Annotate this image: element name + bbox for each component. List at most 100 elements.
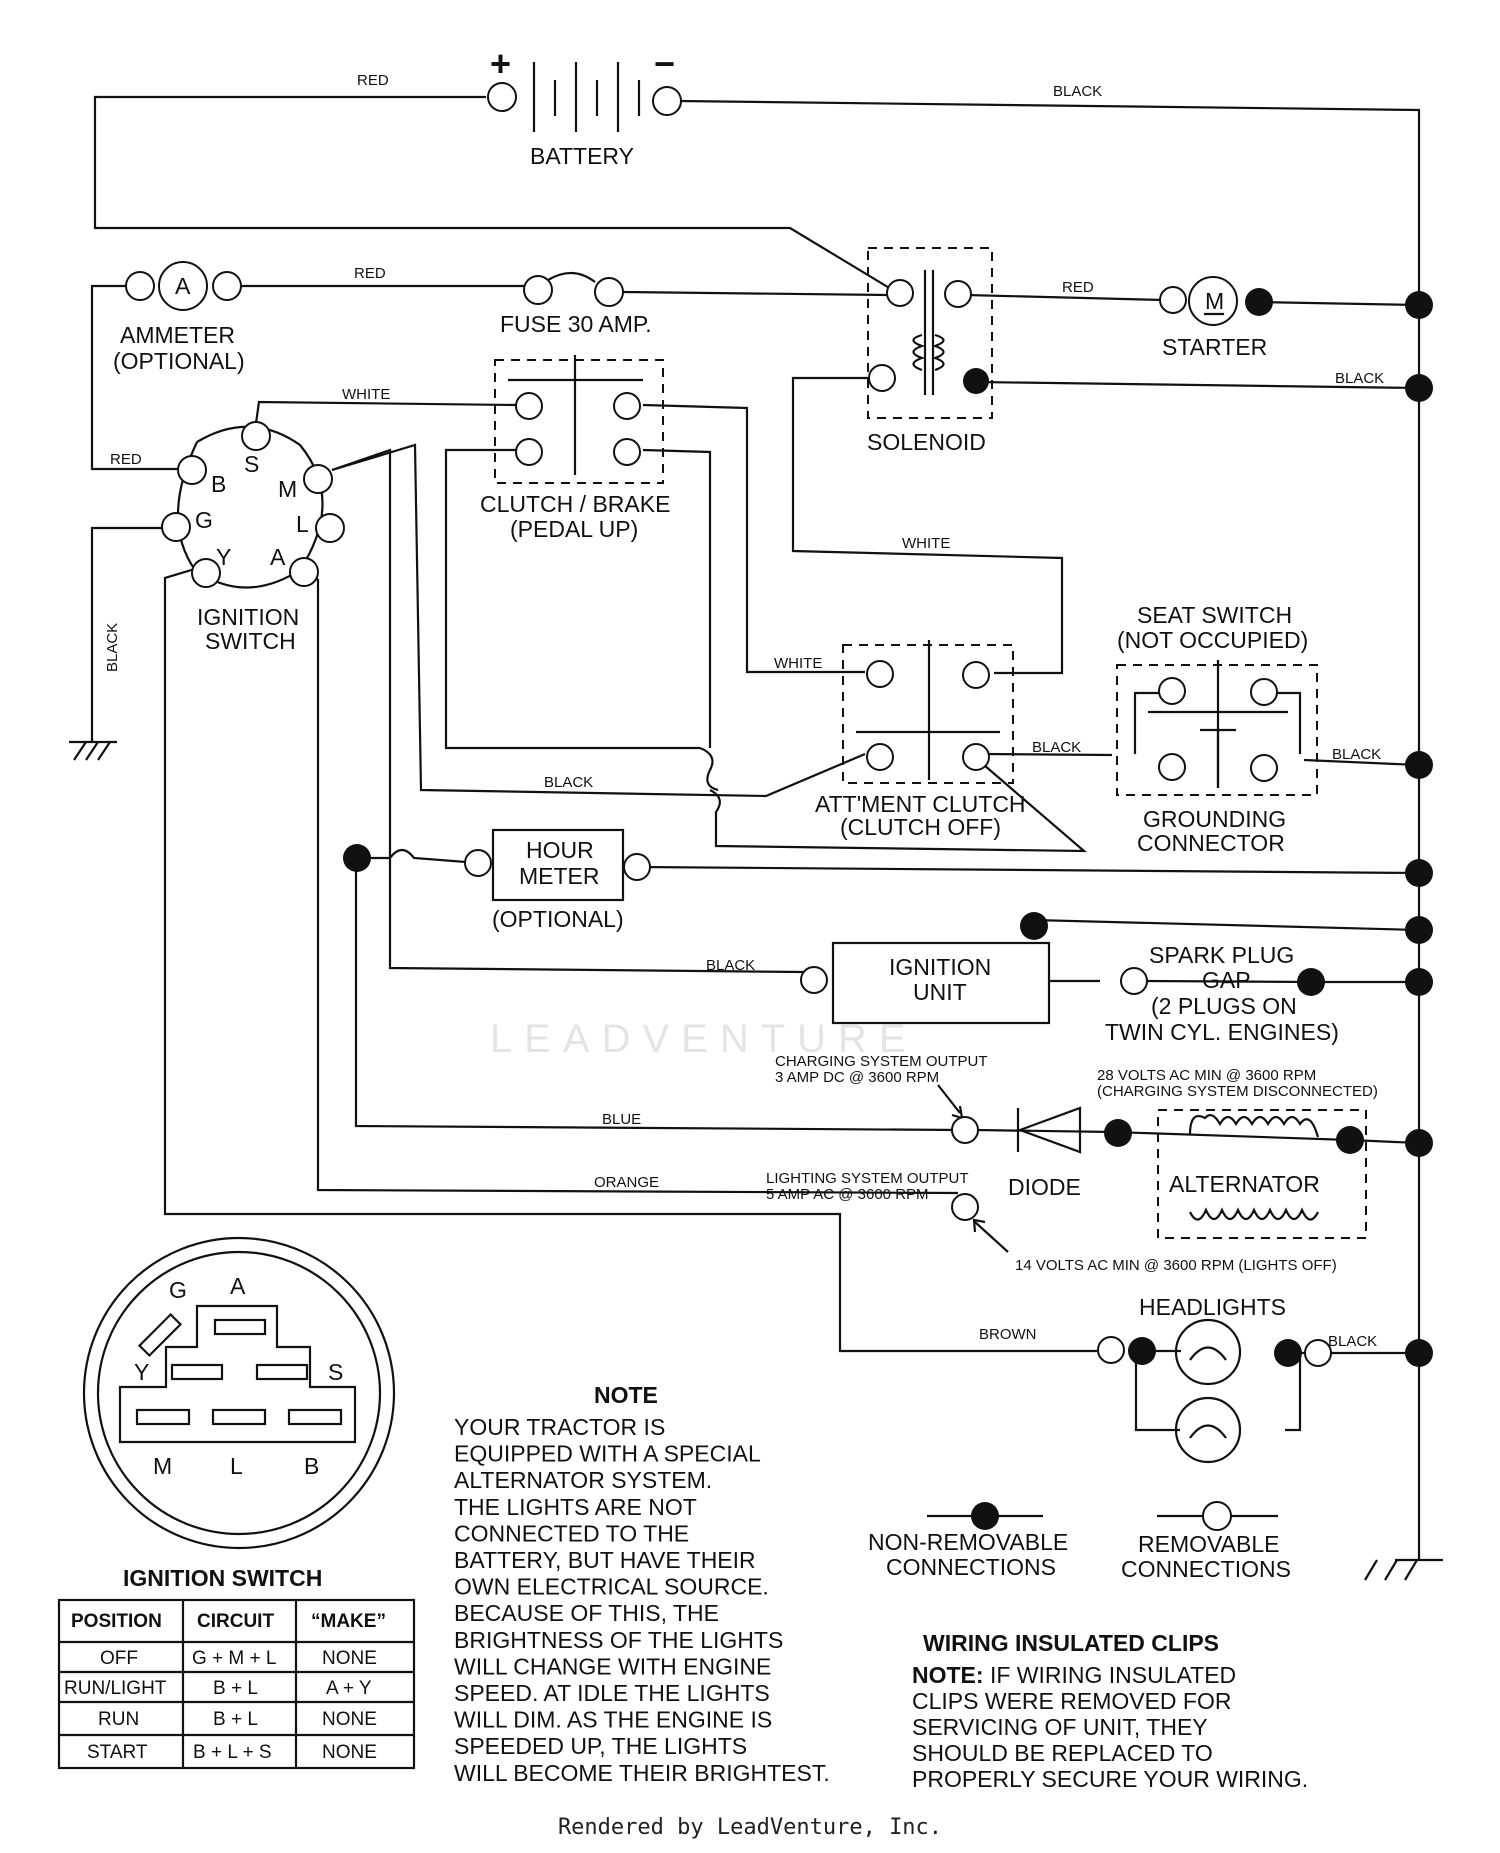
charging-disconnected-label: (CHARGING SYSTEM DISCONNECTED) — [1097, 1083, 1378, 1100]
starter-motor-symbol: M — [1205, 288, 1224, 314]
wire-label-red-starter: RED — [1062, 279, 1094, 296]
wiring-schematic: LEADVENTURE — [57, 43, 1443, 1792]
headlights: HEADLIGHTS — [1097, 1294, 1332, 1464]
note-line: SPEED. AT IDLE THE LIGHTS — [454, 1680, 770, 1706]
ignition-pin-b: B — [211, 471, 226, 497]
clips-title: WIRING INSULATED CLIPS — [923, 1630, 1219, 1656]
clutch-brake-pedal-label: (PEDAL UP) — [510, 516, 638, 542]
wire-label-white-ignition: WHITE — [342, 386, 390, 403]
wire-label-black-seat: BLACK — [1332, 746, 1381, 763]
seat-switch: SEAT SWITCH (NOT OCCUPIED) GROUNDING CON… — [1116, 602, 1318, 856]
fuse-label: FUSE 30 AMP. — [500, 311, 652, 337]
ignition-pin-a: A — [270, 544, 286, 570]
table-header-make: “MAKE” — [311, 1611, 386, 1632]
switch-face-pin-b: B — [304, 1453, 319, 1479]
table-cell-off-make: NONE — [322, 1648, 377, 1669]
table-cell-start-position: START — [87, 1742, 148, 1763]
lighting-output-label: LIGHTING SYSTEM OUTPUT — [766, 1170, 969, 1187]
attachment-clutch-label: ATT'MENT CLUTCH — [815, 791, 1026, 817]
hour-meter-label: HOUR — [526, 837, 594, 863]
wire-label-white-solenoid: WHITE — [902, 535, 950, 552]
table-cell-runlight-make: A + Y — [326, 1678, 372, 1699]
ignition-pin-g: G — [195, 507, 213, 533]
seat-switch-label: SEAT SWITCH — [1137, 602, 1292, 628]
table-cell-off-position: OFF — [100, 1648, 138, 1669]
note-line: WILL BECOME THEIR BRIGHTEST. — [454, 1760, 830, 1786]
legend: NON-REMOVABLE CONNECTIONS REMOVABLE CONN… — [868, 1501, 1291, 1582]
note-line: OWN ELECTRICAL SOURCE. — [454, 1574, 769, 1600]
solenoid: SOLENOID — [867, 247, 993, 455]
clips-note-prefix: NOTE: — [912, 1662, 984, 1688]
battery: + − BATTERY — [487, 43, 682, 169]
legend-non-removable-label: NON-REMOVABLE — [868, 1529, 1068, 1555]
clips-line-5: PROPERLY SECURE YOUR WIRING. — [912, 1766, 1308, 1792]
legend-non-removable-connections: CONNECTIONS — [886, 1554, 1056, 1580]
spark-plug-twin-label: (2 PLUGS ON — [1151, 993, 1297, 1019]
wire-label-black-ignition-unit: BLACK — [706, 957, 755, 974]
clips-line-3: SERVICING OF UNIT, THEY — [912, 1714, 1208, 1740]
note-line: BATTERY, BUT HAVE THEIR — [454, 1547, 756, 1573]
ignition-switch-label: IGNITION — [197, 604, 299, 630]
spark-plug-gap: SPARK PLUG GAP (2 PLUGS ON TWIN CYL. ENG… — [1105, 942, 1339, 1045]
table-cell-run-position: RUN — [98, 1709, 139, 1730]
wire-label-black-ignition-l: BLACK — [544, 774, 593, 791]
starter: M STARTER — [1159, 276, 1273, 360]
ammeter-label: AMMETER — [120, 322, 235, 348]
note-line: THE LIGHTS ARE NOT — [454, 1494, 697, 1520]
note-line: ALTERNATOR SYSTEM. — [454, 1467, 712, 1493]
note-line: EQUIPPED WITH A SPECIAL — [454, 1441, 761, 1467]
legend-removable-connections: CONNECTIONS — [1121, 1556, 1291, 1582]
hour-meter-label-2: METER — [519, 863, 600, 889]
wire-labels: RED BLACK RED RED BLACK WHITE RED WHITE … — [104, 72, 1384, 1350]
seat-switch-state-label: (NOT OCCUPIED) — [1117, 627, 1308, 653]
attachment-clutch-off-label: (CLUTCH OFF) — [840, 814, 1001, 840]
table-cell-run-circuit: B + L — [213, 1709, 258, 1730]
volts-14-label: 14 VOLTS AC MIN @ 3600 RPM (LIGHTS OFF) — [1015, 1257, 1337, 1274]
starter-label: STARTER — [1162, 334, 1267, 360]
ammeter-optional-label: (OPTIONAL) — [113, 348, 245, 374]
clips-line-2: CLIPS WERE REMOVED FOR — [912, 1688, 1231, 1714]
headlights-label: HEADLIGHTS — [1139, 1294, 1286, 1320]
wire-label-red-ammeter: RED — [354, 265, 386, 282]
hour-meter: HOUR METER (OPTIONAL) — [343, 828, 651, 932]
table-cell-runlight-circuit: B + L — [213, 1678, 258, 1699]
ground-bus — [1405, 291, 1433, 1367]
ignition-table: IGNITION SWITCH POSITION CIRCUIT “MAKE” … — [57, 1565, 416, 1770]
footer-credit: Rendered by LeadVenture, Inc. — [557, 1815, 943, 1840]
spark-plug-engines-label: TWIN CYL. ENGINES) — [1105, 1019, 1339, 1045]
wire-label-black-headlights: BLACK — [1328, 1333, 1377, 1350]
note-line: CONNECTED TO THE — [454, 1520, 689, 1546]
spark-plug-gap-label: GAP — [1202, 967, 1251, 993]
table-cell-start-circuit: B + L + S — [193, 1742, 272, 1763]
switch-face-pin-g: G — [169, 1277, 187, 1303]
table-cell-run-make: NONE — [322, 1709, 377, 1730]
ignition-pin-l: L — [296, 511, 309, 537]
battery-label: BATTERY — [530, 143, 634, 169]
spark-plug-label: SPARK PLUG — [1149, 942, 1294, 968]
clips-line-4: SHOULD BE REPLACED TO — [912, 1740, 1213, 1766]
ignition-switch: B S M G L Y A IGNITION SWITCH — [161, 421, 345, 654]
table-cell-off-circuit: G + M + L — [192, 1648, 276, 1669]
note-title: NOTE — [594, 1382, 658, 1408]
ignition-unit-label-2: UNIT — [913, 979, 967, 1005]
note-line: SPEEDED UP, THE LIGHTS — [454, 1733, 747, 1759]
ground-symbols — [69, 740, 1443, 1581]
ignition-table-title: IGNITION SWITCH — [123, 1565, 322, 1591]
lighting-output-spec-label: 5 AMP AC @ 3600 RPM — [766, 1186, 929, 1203]
grounding-connector-label-2: CONNECTOR — [1137, 830, 1285, 856]
note-line: BRIGHTNESS OF THE LIGHTS — [454, 1627, 783, 1653]
wire-label-black-ground: BLACK — [104, 623, 121, 672]
switch-face-pin-s: S — [328, 1359, 343, 1385]
charging-system: CHARGING SYSTEM OUTPUT 3 AMP DC @ 3600 R… — [766, 1053, 1378, 1274]
charging-output-spec-label: 3 AMP DC @ 3600 RPM — [775, 1069, 939, 1086]
table-header-circuit: CIRCUIT — [197, 1611, 274, 1632]
clutch-brake-switch: CLUTCH / BRAKE (PEDAL UP) — [480, 355, 670, 542]
attachment-clutch-switch: ATT'MENT CLUTCH (CLUTCH OFF) — [815, 640, 1026, 840]
legend-removable-label: REMOVABLE — [1138, 1531, 1279, 1557]
switch-face-pin-l: L — [230, 1453, 243, 1479]
note-line: YOUR TRACTOR IS — [454, 1414, 665, 1440]
ignition-pin-s: S — [244, 451, 259, 477]
clutch-brake-label: CLUTCH / BRAKE — [480, 491, 670, 517]
alternator-label: ALTERNATOR — [1169, 1171, 1320, 1197]
